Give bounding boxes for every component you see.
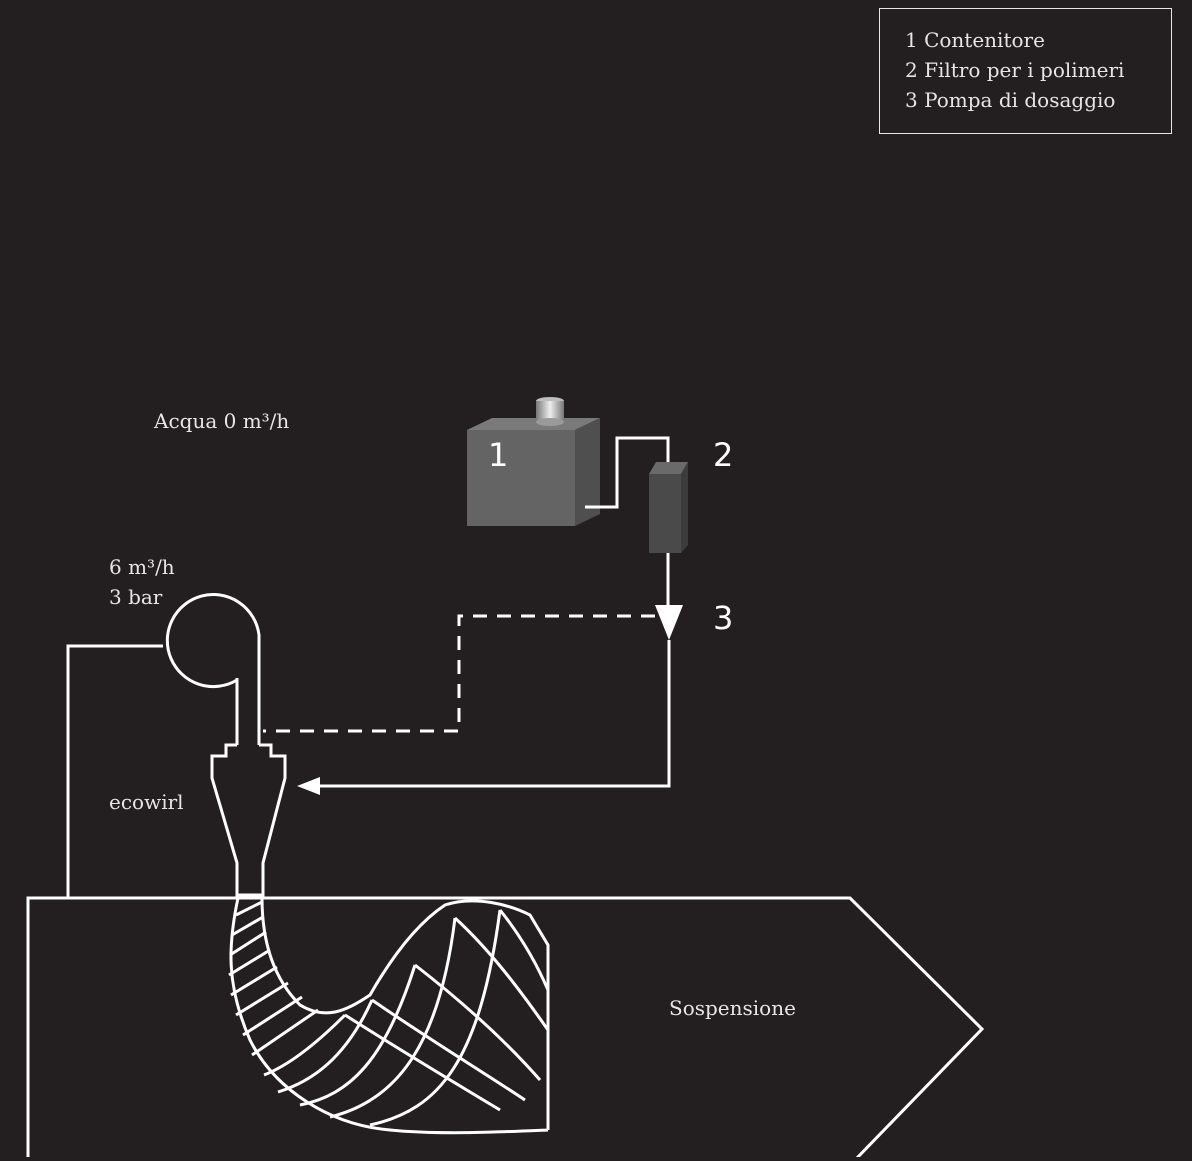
water-label: Acqua 0 m³/h [154,409,290,433]
container-outlet-pipe [585,436,670,509]
flow-label: 6 m³/h [109,555,175,579]
callout-pump: 3 [713,599,734,637]
pump-volute [165,593,261,745]
dosing-line [318,640,671,788]
legend: 1 Contenitore 2 Filtro per i polimeri 3 … [879,8,1172,134]
suspension-label: Sospensione [669,996,796,1020]
vortex-rope [228,897,550,1135]
ecowirl-device [210,743,287,897]
device-label: ecowirl [109,790,184,814]
container [467,397,600,526]
polymer-filter [649,462,688,553]
callout-filter: 2 [713,436,734,474]
dosing-pump-symbol [655,605,683,640]
dashed-alternative-line [263,614,655,733]
dosing-arrow [297,777,320,795]
callout-container: 1 [488,436,509,474]
pressure-label: 3 bar [109,585,163,609]
water-supply-pipe [66,644,163,898]
legend-item-container: 1 Contenitore [905,28,1045,52]
suspension-tank-outline [26,896,985,1161]
legend-item-pump: 3 Pompa di dosaggio [905,88,1116,112]
legend-item-filter: 2 Filtro per i polimeri [905,58,1125,82]
